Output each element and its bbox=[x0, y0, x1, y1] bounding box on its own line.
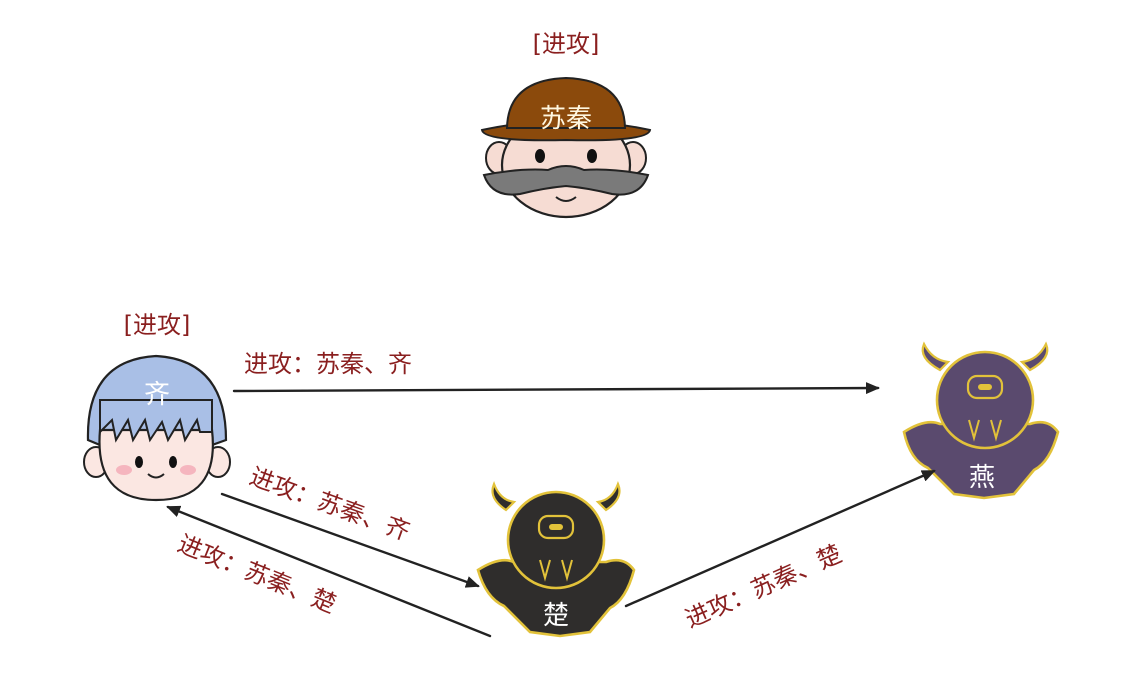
qi-status-label: [进攻] bbox=[124, 311, 191, 339]
suqin-smile bbox=[555, 196, 577, 202]
yan-eye bbox=[966, 374, 1004, 400]
chu-character: 楚 bbox=[476, 481, 636, 638]
chu-right-horn bbox=[595, 481, 621, 512]
qi-face bbox=[98, 428, 214, 502]
qi-left-eye bbox=[135, 456, 143, 468]
yan-character: 燕 bbox=[902, 341, 1060, 500]
chu-head bbox=[506, 490, 606, 590]
chu-to-yan-label: 进攻：苏秦、楚 bbox=[681, 540, 846, 634]
chu-left-horn bbox=[491, 481, 517, 512]
suqin-left-eye bbox=[535, 149, 545, 163]
qi-character: 齐 bbox=[83, 354, 231, 502]
qi-to-chu-arrow bbox=[220, 492, 480, 588]
suqin-character: 苏秦 bbox=[480, 76, 652, 219]
chu-body bbox=[476, 558, 636, 638]
yan-body bbox=[902, 420, 1060, 500]
qi-to-yan-arrow bbox=[232, 382, 880, 395]
yan-pupil bbox=[978, 384, 992, 390]
yan-left-fang bbox=[968, 419, 980, 442]
qi-bangs bbox=[99, 399, 213, 443]
suqin-mustache bbox=[482, 165, 650, 196]
qi-right-eye bbox=[169, 456, 177, 468]
qi-smile bbox=[147, 473, 165, 479]
suqin-name-label: 苏秦 bbox=[540, 104, 592, 134]
qi-left-blush bbox=[116, 465, 132, 475]
chu-to-yan-arrow bbox=[624, 469, 936, 608]
yan-right-fang bbox=[990, 419, 1002, 442]
chu-to-qi-arrow bbox=[166, 505, 492, 638]
qi-to-yan-label: 进攻：苏秦、齐 bbox=[244, 350, 412, 378]
suqin-right-eye bbox=[587, 149, 597, 163]
chu-left-fang bbox=[539, 559, 551, 582]
suqin-status-label: [进攻] bbox=[533, 30, 600, 58]
yan-right-horn bbox=[1019, 341, 1049, 372]
yan-head bbox=[935, 350, 1035, 450]
qi-right-blush bbox=[180, 465, 196, 475]
chu-pupil bbox=[549, 524, 563, 530]
yan-name-label: 燕 bbox=[969, 463, 995, 493]
yan-left-horn bbox=[921, 341, 951, 372]
chu-eye bbox=[537, 514, 575, 540]
suqin-hat bbox=[505, 76, 627, 129]
chu-name-label: 楚 bbox=[543, 601, 569, 631]
chu-right-fang bbox=[561, 559, 573, 582]
qi-name-label: 齐 bbox=[144, 380, 170, 410]
